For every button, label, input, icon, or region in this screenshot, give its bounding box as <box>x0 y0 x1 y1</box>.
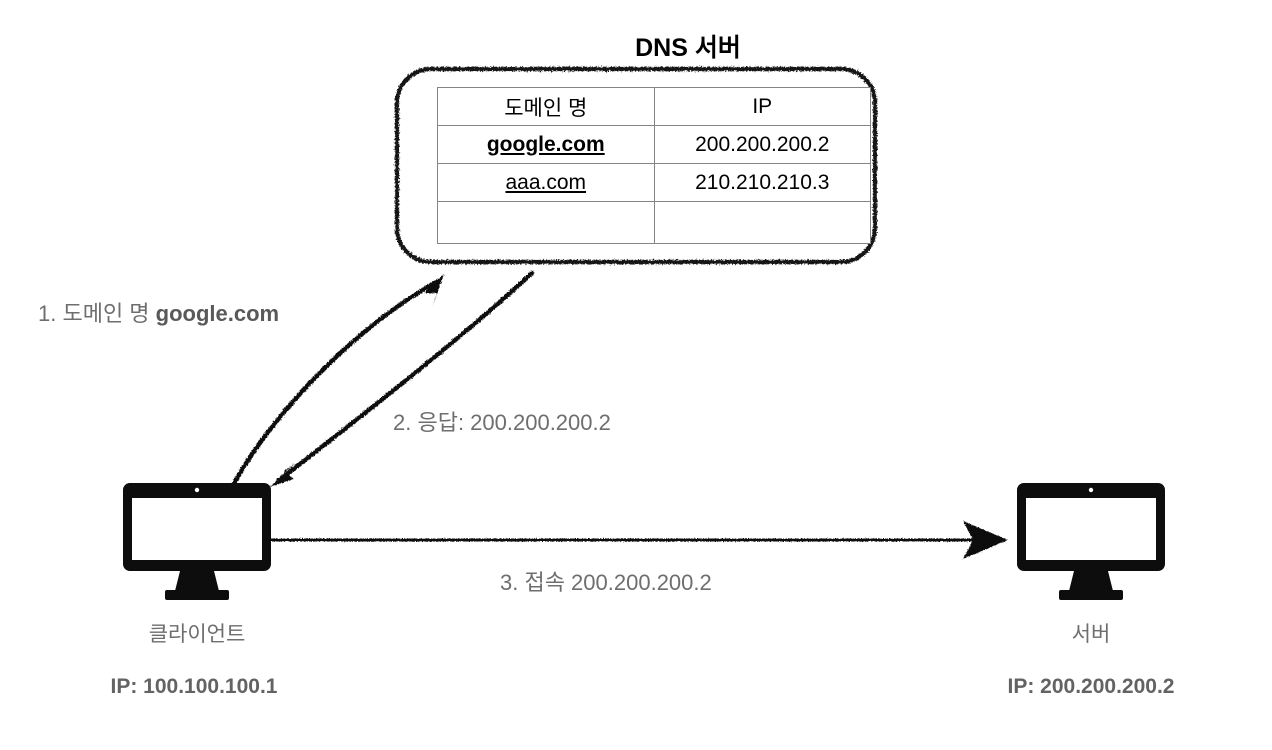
flow-label-step-1: 1. 도메인 명 google.com <box>38 296 279 328</box>
domain-value-google: google.com <box>486 132 605 156</box>
flow-label-step-3: 3. 접속 200.200.200.2 <box>500 570 712 595</box>
table-header-row: 도메인 명 IP <box>437 87 872 126</box>
cell-domain-2 <box>437 201 655 244</box>
page-title: DNS 서버 <box>0 28 1272 64</box>
flow-label-step-1-domain: google.com <box>155 301 280 326</box>
table-row: google.com 200.200.200.2 <box>437 125 872 164</box>
cell-ip-1: 210.210.210.3 <box>653 163 872 202</box>
dns-record-table: 도메인 명 IP google.com 200.200.200.2 aaa.co… <box>437 87 872 244</box>
cell-domain-1: aaa.com <box>437 163 655 202</box>
cell-ip-2 <box>653 201 872 244</box>
server-node-caption: 서버 <box>1071 623 1111 646</box>
client-node-caption: 클라이언트 <box>148 623 246 646</box>
arrow-connect-to-server <box>270 521 1008 559</box>
server-ip-label: IP: 200.200.200.2 <box>1007 675 1175 698</box>
cell-domain-0: google.com <box>437 125 655 164</box>
cell-ip-0: 200.200.200.2 <box>653 125 872 164</box>
client-ip-label: IP: 100.100.100.1 <box>110 675 278 698</box>
column-header-ip: IP <box>653 87 872 126</box>
table-row: aaa.com 210.210.210.3 <box>437 163 872 202</box>
table-row-empty <box>437 201 872 244</box>
domain-value-aaa: aaa.com <box>505 170 587 194</box>
dns-server-boundary <box>390 62 882 269</box>
desktop-monitor-icon-server <box>1016 482 1166 602</box>
dns-server-title-text: DNS 서버 <box>635 34 741 62</box>
column-header-domain: 도메인 명 <box>437 87 655 126</box>
arrow-response-to-client <box>270 270 535 487</box>
desktop-monitor-icon-client <box>122 482 272 602</box>
flow-label-step-2: 2. 응답: 200.200.200.2 <box>393 410 611 435</box>
flow-label-step-1-prefix: 1. 도메인 명 <box>38 301 156 326</box>
